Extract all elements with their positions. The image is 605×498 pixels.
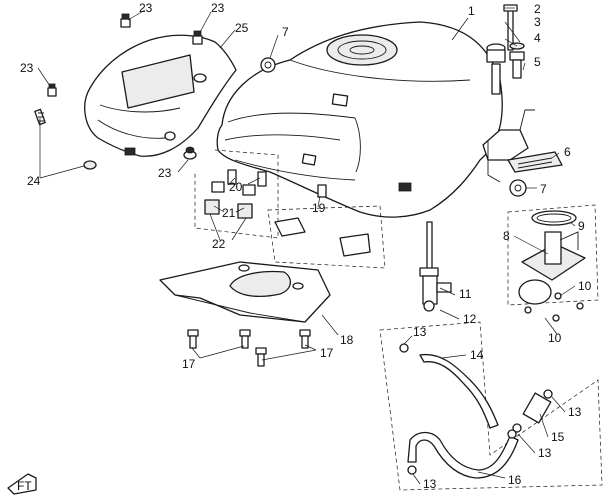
fuel-pump-assembly bbox=[507, 204, 599, 322]
callout-23-top-right: 23 bbox=[211, 1, 225, 15]
screw-4 bbox=[299, 329, 311, 349]
grommet-top-right bbox=[192, 30, 203, 45]
orientation-badge-label: FT bbox=[17, 479, 32, 493]
fuel-tank bbox=[216, 21, 535, 218]
callout-23-bottom: 23 bbox=[158, 166, 172, 180]
heat-shield bbox=[159, 261, 331, 323]
callout-17-left: 17 bbox=[182, 357, 196, 371]
callout-13-d: 13 bbox=[423, 477, 437, 491]
callout-13-a: 13 bbox=[413, 325, 427, 339]
mounting-bushings bbox=[194, 149, 279, 239]
callout-9: 9 bbox=[578, 219, 585, 233]
rubber-grommets bbox=[47, 13, 203, 160]
callout-14: 14 bbox=[470, 348, 484, 362]
fuel-hose-kit bbox=[379, 321, 603, 491]
callout-20: 20 bbox=[229, 180, 243, 194]
callout-5: 5 bbox=[534, 55, 541, 69]
front-arrow-icon: FT bbox=[7, 473, 37, 495]
callout-13-c: 13 bbox=[538, 446, 552, 460]
callout-2: 2 bbox=[534, 2, 541, 16]
fuel-cock bbox=[419, 221, 452, 312]
callout-11: 11 bbox=[459, 287, 472, 301]
heat-shield-screws bbox=[187, 329, 311, 367]
grommet-bottom bbox=[183, 146, 197, 160]
callout-17-right: 17 bbox=[320, 346, 334, 360]
screw-3 bbox=[255, 347, 267, 367]
grommet-left bbox=[47, 83, 57, 97]
callout-12: 12 bbox=[463, 312, 477, 326]
tank-bracket bbox=[260, 57, 563, 197]
callout-8: 8 bbox=[503, 229, 510, 243]
callout-13-b: 13 bbox=[568, 405, 582, 419]
screw-1 bbox=[187, 329, 199, 349]
callout-19: 19 bbox=[312, 201, 326, 215]
callout-21: 21 bbox=[222, 206, 236, 220]
leader-lines bbox=[37, 7, 576, 485]
callout-25: 25 bbox=[235, 21, 249, 35]
callout-18: 18 bbox=[340, 333, 354, 347]
callout-16: 16 bbox=[508, 473, 522, 487]
callout-10-bottom: 10 bbox=[548, 331, 562, 345]
callout-23-left: 23 bbox=[20, 61, 34, 75]
callout-4: 4 bbox=[534, 31, 541, 45]
callout-labels: 1 2 3 4 5 6 7 7 8 9 10 10 11 12 13 13 13… bbox=[20, 1, 592, 491]
callout-7-top: 7 bbox=[282, 25, 289, 39]
callout-6: 6 bbox=[564, 145, 571, 159]
callout-23-top-left: 23 bbox=[139, 1, 153, 15]
callout-22: 22 bbox=[212, 237, 226, 251]
screw-2 bbox=[239, 329, 251, 349]
callout-10-right: 10 bbox=[578, 279, 592, 293]
callout-1: 1 bbox=[468, 4, 475, 18]
side-cover-screw bbox=[34, 108, 97, 170]
callout-7-right: 7 bbox=[540, 182, 547, 196]
grommet-top-left bbox=[120, 13, 131, 28]
tank-pads bbox=[267, 205, 386, 269]
callout-24: 24 bbox=[27, 174, 41, 188]
callout-3: 3 bbox=[534, 15, 541, 29]
bolt-stack bbox=[486, 4, 525, 95]
callout-15: 15 bbox=[551, 430, 565, 444]
side-cover bbox=[84, 34, 237, 157]
